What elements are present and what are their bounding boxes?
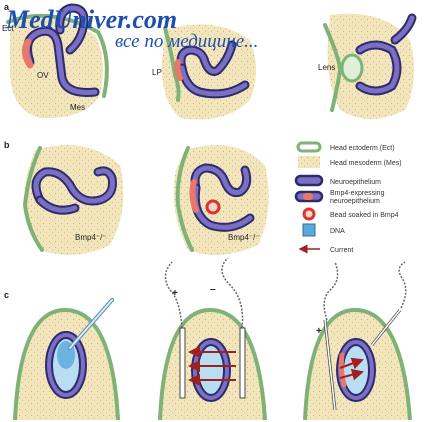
electrode-positive [179, 327, 186, 399]
legend-label-bead: Bead soaked in Bmp4 [330, 212, 399, 219]
ectoderm-layer [303, 307, 412, 421]
ectoderm-layer [175, 146, 194, 252]
electrode-wire [398, 261, 407, 309]
legend-item-bead: Bead soaked in Bmp4 [302, 207, 399, 221]
label-lp: LP [152, 68, 162, 77]
legend-label-dna: DNA [330, 228, 345, 235]
legend-swatch-ectoderm [296, 141, 322, 153]
current-arrow [339, 357, 364, 370]
label-ect: Ect [2, 24, 14, 33]
electrode-wire [164, 261, 183, 329]
panel-a-stage-1: Ect OV Mes [2, 3, 109, 119]
legend-swatch-neuro [294, 174, 324, 187]
legend-label-ectoderm: Head ectoderm (Ect) [330, 145, 395, 152]
legend-item-dna: DNA [302, 223, 345, 237]
legend-item-bmp4: Bmp4-expressing neuroepithelium [294, 190, 385, 205]
panel-a-letter: a [4, 2, 10, 12]
legend: Head ectoderm (Ect) Head mesoderm (Mes) … [294, 141, 402, 254]
bmp4-region [174, 59, 183, 81]
sign-plus: + [172, 288, 178, 299]
legend-swatch-dna [302, 223, 316, 237]
label-lens: Lens [318, 63, 335, 72]
panel-b-left: Bmp4⁻/⁻ [22, 145, 124, 255]
legend-label-bmp4-line2: neuroepithelium [330, 198, 380, 205]
panel-a-stage-3: Lens [318, 13, 417, 119]
ectoderm-layer [158, 307, 267, 421]
panel-c-result: + [303, 261, 412, 421]
legend-swatch-mesoderm [298, 156, 320, 168]
bmp4-region [338, 352, 347, 388]
electrode-wire [323, 261, 339, 321]
ectoderm-layer [323, 23, 343, 112]
label-bmp4-right: Bmp4⁻/⁻ [228, 233, 260, 242]
label-mes: Mes [70, 103, 85, 112]
bmp4-region [21, 38, 34, 69]
panel-a-stage-2: LP [152, 24, 256, 120]
panel-b-right: Bmp4⁻/⁻ [173, 145, 269, 255]
legend-item-neuro: Neuroepithelium [294, 174, 381, 187]
legend-swatch-bead [302, 207, 316, 221]
sign-minus: – [210, 284, 216, 295]
current-arrow [339, 368, 364, 381]
legend-label-mesoderm: Head mesoderm (Mes) [330, 160, 402, 167]
bmp4-bead [205, 199, 221, 215]
ectoderm-layer [163, 26, 181, 102]
legend-label-bmp4-line1: Bmp4-expressing [330, 190, 385, 197]
label-bmp4-left: Bmp4⁻/⁻ [75, 233, 107, 242]
electrode-wire [221, 257, 244, 329]
legend-label-current: Current [330, 247, 353, 254]
ectoderm-layer [13, 307, 120, 421]
legend-item-mesoderm: Head mesoderm (Mes) [298, 156, 402, 168]
sign-plus: + [316, 326, 322, 337]
panel-c-injection [13, 298, 120, 421]
ectoderm-layer [6, 13, 109, 98]
panel-b-letter: b [4, 140, 10, 150]
watermark-site: MedUniver.com [5, 5, 177, 34]
panel-c-electroporation: + – [158, 257, 267, 421]
legend-item-ectoderm: Head ectoderm (Ect) [296, 141, 395, 153]
label-ov: OV [37, 71, 49, 80]
electrode-negative [239, 327, 246, 399]
watermark-tagline: все по медицине... [115, 31, 258, 52]
legend-label-neuro: Neuroepithelium [330, 179, 381, 186]
legend-item-current: Current [298, 244, 353, 254]
panel-c-letter: c [4, 290, 9, 300]
lens [340, 53, 364, 83]
ectoderm-layer [22, 146, 44, 252]
bmp4-region [189, 179, 199, 213]
